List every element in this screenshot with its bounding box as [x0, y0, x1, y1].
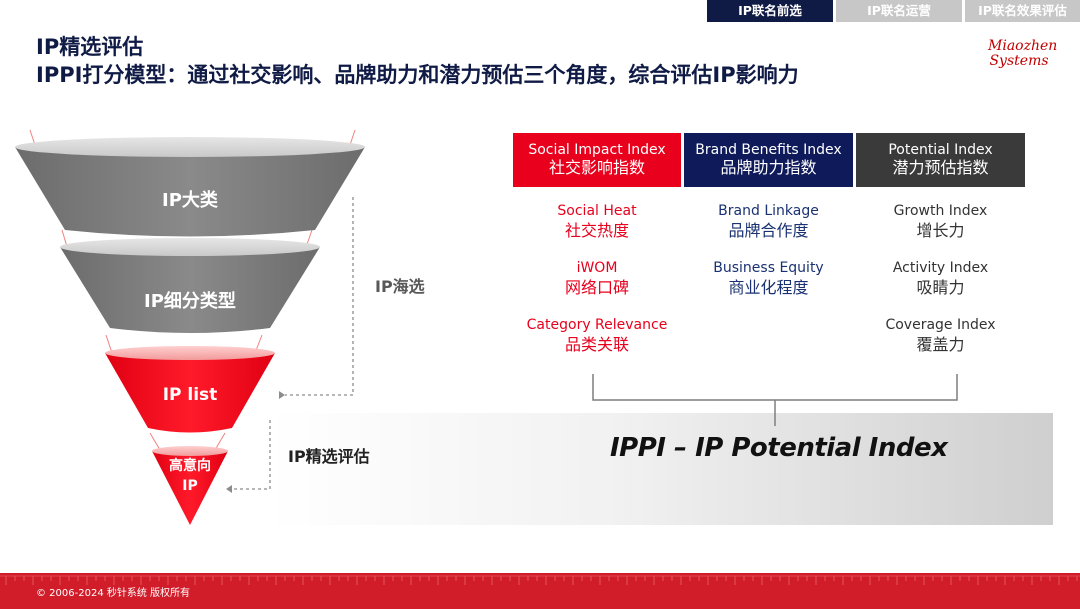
header-potential-index: Potential Index 潜力预估指数 — [856, 133, 1025, 187]
header-brand-benefits-en: Brand Benefits Index — [695, 142, 842, 158]
item-activity-index: Activity Index 吸睛力 — [856, 258, 1025, 298]
logo-line-1: Miaozhen — [988, 38, 1058, 54]
footer-pattern — [0, 575, 1080, 585]
item-brand-linkage-cn: 品牌合作度 — [728, 221, 809, 240]
funnel-connector-bottom — [232, 420, 271, 490]
funnel-level-2 — [60, 238, 320, 333]
item-coverage-index-cn: 覆盖力 — [916, 335, 965, 354]
top-tabs: IP联名前选 IP联名运营 IP联名效果评估 — [707, 0, 1080, 22]
item-growth-index-en: Growth Index — [893, 203, 988, 219]
funnel-label-ip-category: IP大类 — [162, 190, 218, 211]
funnel-level-4 — [152, 446, 228, 525]
item-growth-index: Growth Index 增长力 — [856, 201, 1025, 241]
arrow-to-high-intent — [226, 485, 232, 493]
label-ip-selection-evaluation: IP精选评估 — [288, 447, 370, 466]
title-line-2: IPPI打分模型：通过社交影响、品牌助力和潜力预估三个角度，综合评估IP影响力 — [36, 63, 799, 87]
header-brand-benefits-index: Brand Benefits Index 品牌助力指数 — [684, 133, 853, 187]
tab-ip-pre-selection[interactable]: IP联名前选 — [707, 0, 833, 22]
item-brand-linkage-en: Brand Linkage — [718, 203, 819, 219]
header-social-impact-en: Social Impact Index — [528, 142, 666, 158]
item-category-relevance-cn: 品类关联 — [564, 335, 629, 354]
funnel-level-3 — [105, 346, 275, 433]
item-activity-index-en: Activity Index — [892, 260, 989, 276]
item-growth-index-cn: 增长力 — [916, 221, 965, 240]
funnel-connector-top — [285, 197, 354, 396]
tab-ip-operation[interactable]: IP联名运营 — [836, 0, 962, 22]
funnel-label-ip-subtype: IP细分类型 — [144, 291, 236, 312]
item-social-heat: Social Heat 社交热度 — [513, 201, 681, 241]
item-category-relevance-en: Category Relevance — [526, 317, 668, 333]
logo-line-2: Systems — [989, 53, 1049, 69]
funnel-label-high-intent: 高意向 IP — [150, 456, 230, 496]
item-social-heat-en: Social Heat — [557, 203, 637, 219]
item-brand-linkage: Brand Linkage 品牌合作度 — [684, 201, 853, 241]
funnel-label-ip-list: IP list — [162, 385, 218, 405]
miaozhen-logo: Miaozhen Systems — [988, 38, 1058, 69]
header-brand-benefits-cn: 品牌助力指数 — [720, 158, 817, 177]
item-business-equity-en: Business Equity — [713, 260, 824, 276]
item-iwom-en: iWOM — [576, 260, 618, 276]
arrow-to-ip-list — [279, 391, 285, 399]
item-coverage-index-en: Coverage Index — [885, 317, 996, 333]
item-business-equity-cn: 商业化程度 — [728, 278, 809, 297]
header-social-impact-cn: 社交影响指数 — [548, 158, 645, 177]
ippi-label: IPPI – IP Potential Index — [610, 433, 948, 463]
item-iwom: iWOM 网络口碑 — [513, 258, 681, 298]
footer-copyright: © 2006-2024 秒针系统 版权所有 — [36, 588, 191, 599]
funnel-label-high-intent-line2: IP — [182, 478, 198, 494]
header-social-impact-index: Social Impact Index 社交影响指数 — [513, 133, 681, 187]
item-social-heat-cn: 社交热度 — [564, 221, 629, 240]
funnel-level-1 — [15, 137, 365, 237]
header-potential-en: Potential Index — [888, 142, 993, 158]
footer-bar: © 2006-2024 秒针系统 版权所有 — [0, 573, 1080, 609]
ippi-band — [268, 413, 1053, 525]
item-iwom-cn: 网络口碑 — [564, 278, 629, 297]
header-potential-cn: 潜力预估指数 — [892, 158, 989, 177]
label-ip-screening: IP海选 — [375, 277, 425, 296]
funnel-label-high-intent-line1: 高意向 — [169, 458, 211, 474]
tab-ip-effect-evaluation[interactable]: IP联名效果评估 — [965, 0, 1080, 22]
item-coverage-index: Coverage Index 覆盖力 — [856, 315, 1025, 355]
item-business-equity: Business Equity 商业化程度 — [684, 258, 853, 298]
title-line-1: IP精选评估 — [36, 35, 144, 59]
item-activity-index-cn: 吸睛力 — [916, 278, 965, 297]
item-category-relevance: Category Relevance 品类关联 — [513, 315, 681, 355]
funnel-diagram — [15, 129, 365, 525]
page-title: IP精选评估 IPPI打分模型：通过社交影响、品牌助力和潜力预估三个角度，综合评… — [36, 33, 799, 89]
